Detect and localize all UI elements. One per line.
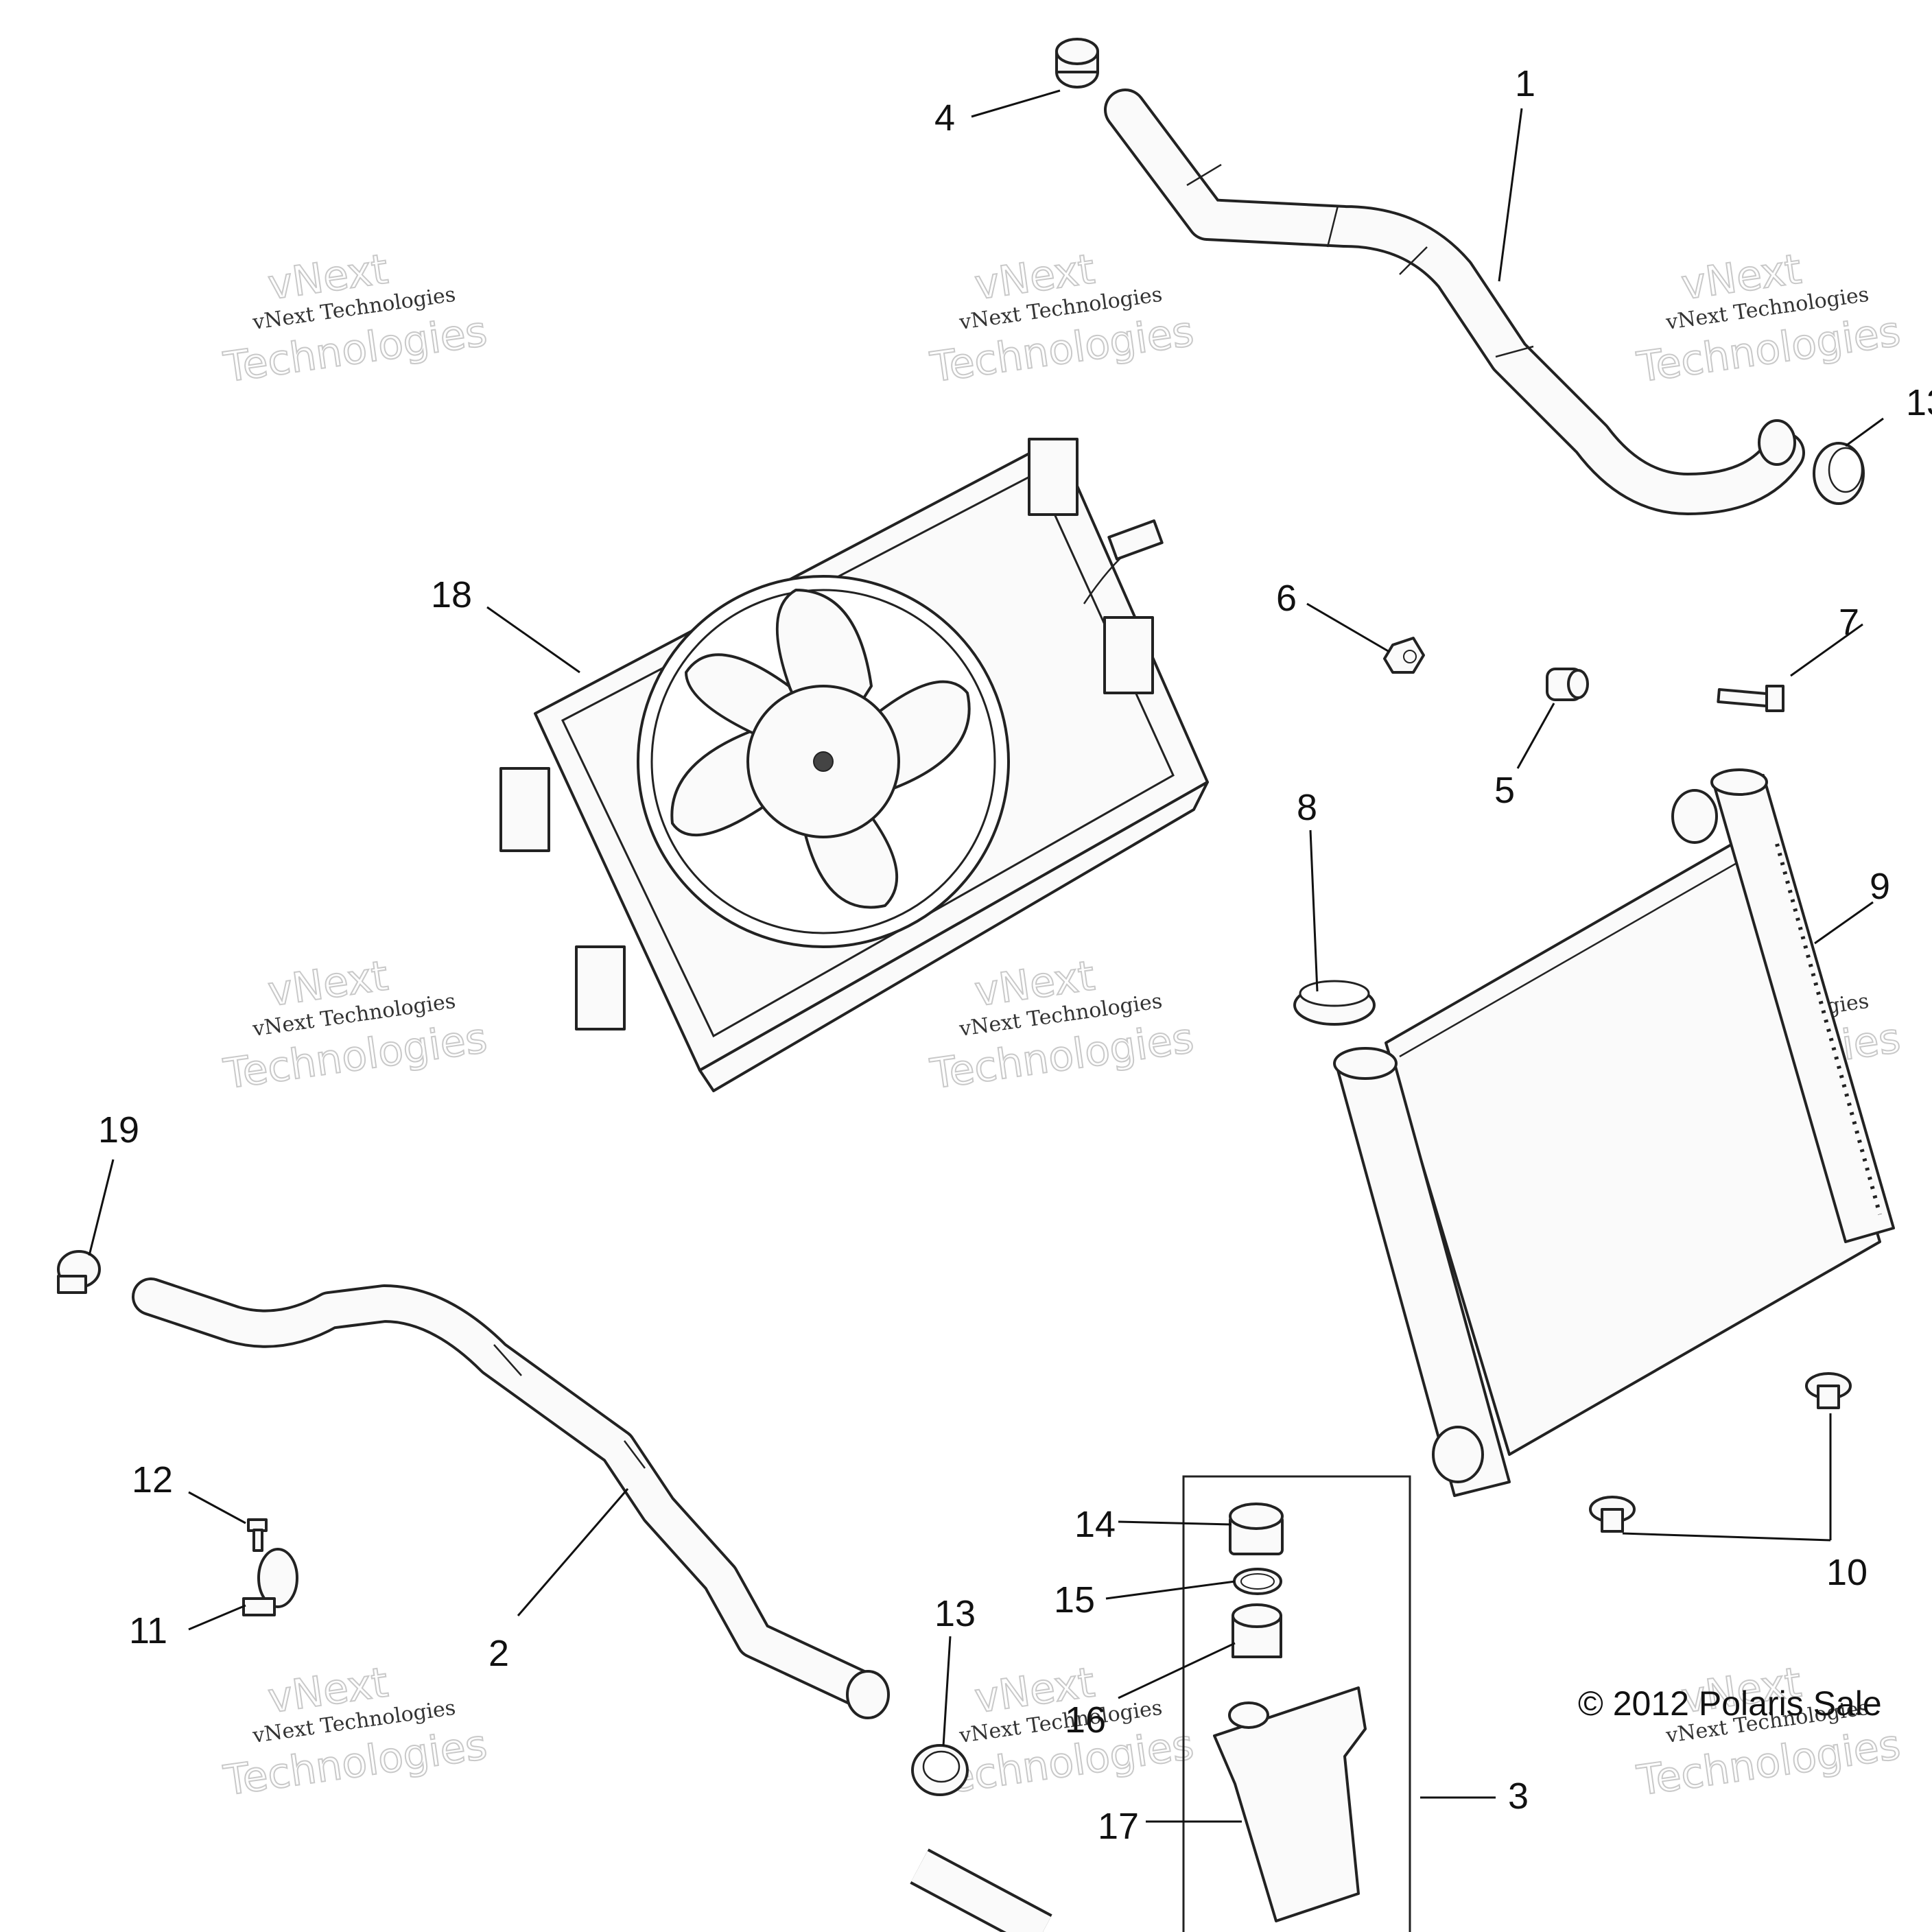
callout-2: 2 <box>488 1633 509 1674</box>
clip-11 <box>242 1548 298 1616</box>
radiator-cap <box>1293 980 1376 1026</box>
hose-clamp-13-upper <box>1813 442 1865 505</box>
bottle-cap-14 <box>1229 1503 1284 1555</box>
grommet-10-b <box>1589 1496 1636 1533</box>
callout-13-upper: 13 <box>1906 382 1932 423</box>
leader-lines <box>88 89 1884 1823</box>
upper-hose <box>1104 89 1805 515</box>
hose-clamp-19 <box>57 1250 101 1294</box>
watermark: vNext vNext Technologies Technologies <box>1634 1658 1904 1806</box>
callouts: 1 2 3 4 5 6 7 8 9 10 11 12 13 13 14 15 1… <box>98 63 1932 1847</box>
grommet-10-a <box>1805 1372 1852 1409</box>
callout-3: 3 <box>1508 1776 1529 1817</box>
callout-9: 9 <box>1870 866 1890 907</box>
fan-shroud-assembly <box>499 438 1209 1092</box>
screw-12 <box>247 1518 268 1552</box>
callout-7: 7 <box>1839 602 1859 643</box>
watermark: vNext vNext Technologies Technologies <box>220 1658 491 1806</box>
callout-10: 10 <box>1826 1552 1868 1593</box>
radiator <box>1333 768 1895 1497</box>
callout-14: 14 <box>1074 1504 1116 1545</box>
grommet-5 <box>1546 668 1589 701</box>
watermark: vNext vNext Technologies Technologies <box>220 951 491 1099</box>
watermark: vNext vNext Technologies Technologies <box>927 244 1197 392</box>
hose-stub-bottom <box>910 1848 1052 1932</box>
callout-18: 18 <box>431 574 472 615</box>
recovery-bottle <box>1213 1686 1367 1922</box>
hose-clamp-4 <box>1055 38 1099 89</box>
callout-11: 11 <box>129 1610 167 1651</box>
adapter-16 <box>1232 1603 1282 1658</box>
callout-4: 4 <box>934 97 955 139</box>
nut-6 <box>1383 637 1425 674</box>
callout-17: 17 <box>1098 1806 1139 1847</box>
lower-hose <box>132 1277 890 1719</box>
seal-15 <box>1233 1568 1282 1595</box>
callout-8: 8 <box>1297 787 1317 828</box>
callout-6: 6 <box>1276 578 1297 619</box>
bolt-7 <box>1717 685 1784 712</box>
recovery-bottle-group-box <box>1182 1475 1411 1932</box>
callout-15: 15 <box>1054 1579 1095 1621</box>
callout-19: 19 <box>98 1109 139 1151</box>
watermark: vNext vNext Technologies Technologies <box>1634 244 1904 392</box>
callout-5: 5 <box>1494 770 1515 811</box>
callout-1: 1 <box>1515 63 1535 104</box>
callout-13-lower: 13 <box>934 1593 976 1634</box>
callout-12: 12 <box>132 1459 173 1500</box>
watermark: vNext vNext Technologies Technologies <box>927 951 1197 1099</box>
callout-16: 16 <box>1065 1699 1106 1741</box>
hose-clamp-13-lower <box>911 1744 969 1796</box>
watermark: vNext vNext Technologies Technologies <box>220 244 491 392</box>
copyright-notice: © 2012 Polaris Sale <box>1578 1684 1882 1723</box>
